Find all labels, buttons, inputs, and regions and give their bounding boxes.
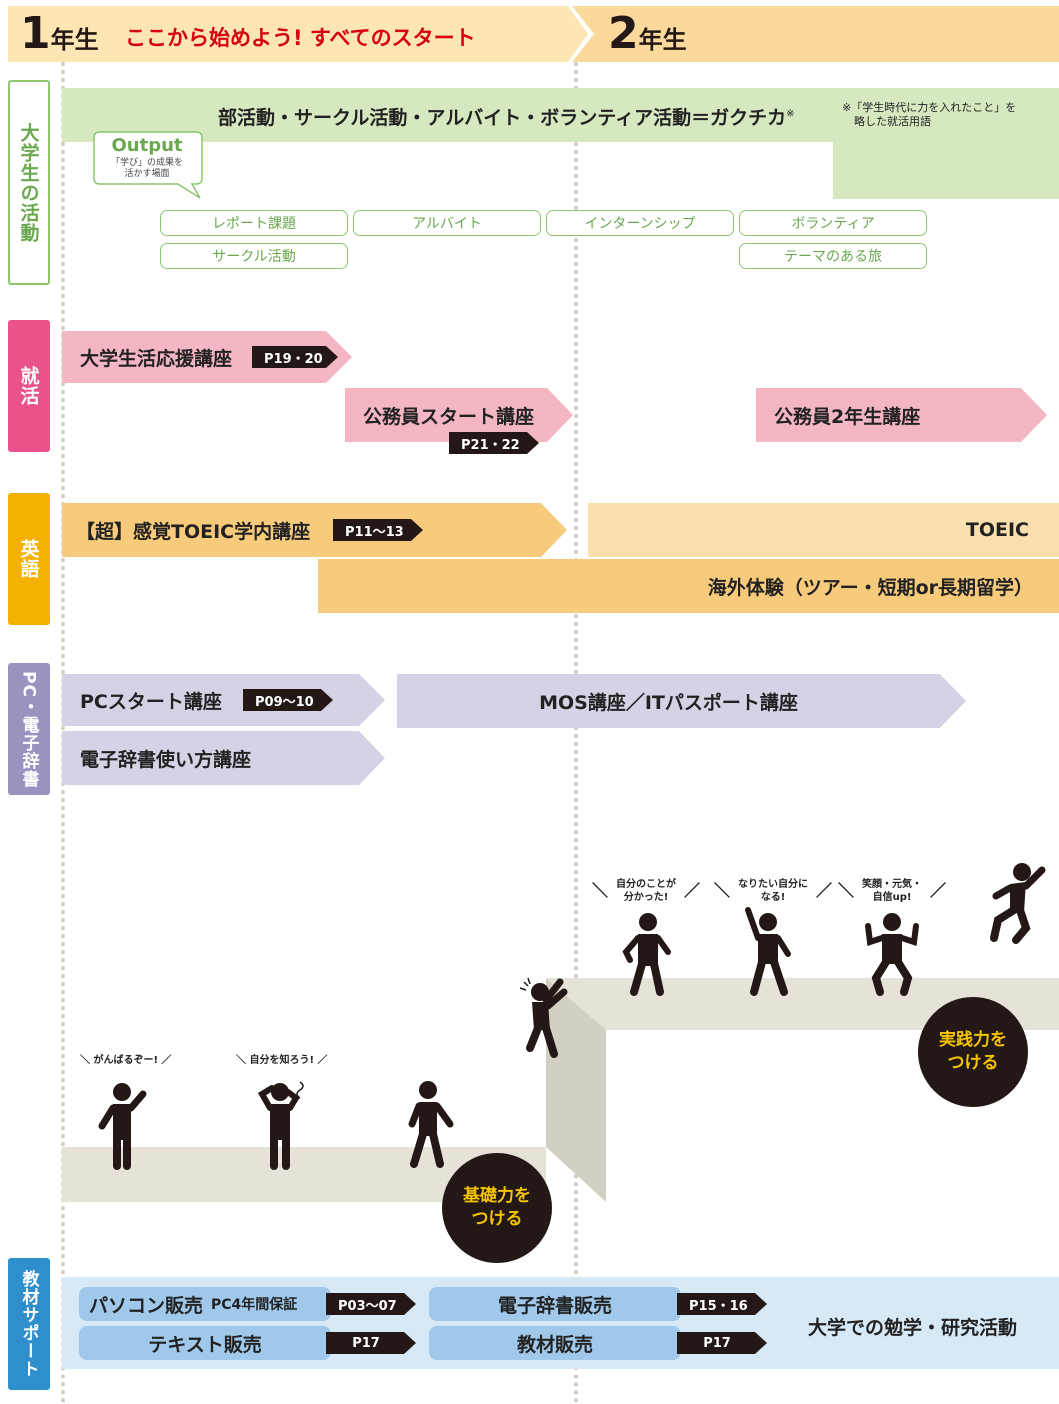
pc-bar-mos-it: MOS講座／ITパスポート講座 xyxy=(397,674,966,728)
figure-6 xyxy=(865,913,919,996)
text-sales-page: P17 xyxy=(326,1332,416,1354)
gakuchika-bar xyxy=(62,88,1059,142)
material-sales-page: P17 xyxy=(677,1332,767,1354)
material-sales: 教材販売 xyxy=(429,1326,681,1360)
section-materials-label: 教材サポート xyxy=(8,1258,50,1390)
english-bar-toeic-course-page: P11〜13 xyxy=(333,519,423,541)
english-bar-overseas: 海外体験（ツアー・短期or長期留学） xyxy=(318,559,1059,613)
figure-climber xyxy=(519,977,568,1058)
dictionary-sales-page: P15・16 xyxy=(677,1293,767,1315)
activity-item-report: レポート課題 xyxy=(160,210,348,236)
figure-1 xyxy=(98,1083,147,1170)
section-english-label: 英語 xyxy=(8,493,50,625)
speech-egao: ＼ 笑顔・元気・自信up! ／ xyxy=(838,879,947,903)
year2-label: 2 年生 xyxy=(608,10,687,58)
dictionary-sales: 電子辞書販売 xyxy=(429,1287,681,1321)
activity-item-theme-trip: テーマのある旅 xyxy=(739,243,927,269)
job-bar-civil-2nd: 公務員2年生講座 xyxy=(756,388,1047,442)
activity-item-parttime: アルバイト xyxy=(353,210,541,236)
activity-item-circle: サークル活動 xyxy=(160,243,348,269)
job-bar-civil-start-page: P21・22 xyxy=(449,432,539,454)
year1-suffix: 年生 xyxy=(50,26,99,54)
english-bar-toeic-course: 【超】感覚TOEIC学内講座 xyxy=(62,503,567,557)
pc-bar-start-page: P09〜10 xyxy=(243,689,333,711)
pc-bar-dictionary: 電子辞書使い方講座 xyxy=(62,731,385,785)
figure-4 xyxy=(622,913,671,996)
speech-naritai-jibun: ＼ なりたい自分になる! ／ xyxy=(714,879,833,903)
section-pc-label: PC・電子辞書 xyxy=(8,663,50,795)
year1-label: 1 年生 xyxy=(20,10,99,58)
header-year1-band xyxy=(8,6,588,62)
section-job-label: 就活 xyxy=(8,320,50,452)
activity-item-volunteer: ボランティア xyxy=(739,210,927,236)
figure-runner xyxy=(990,863,1046,944)
header-year2-band xyxy=(572,6,1059,62)
job-bar-support-page: P19・20 xyxy=(252,346,338,368)
output-bubble-text: 「学び」の成果を 活かす場面 xyxy=(110,158,183,180)
section-activities-label: 大学生の活動 xyxy=(8,80,50,285)
figure-5 xyxy=(745,907,791,996)
activity-item-internship: インターンシップ xyxy=(546,210,734,236)
figure-3 xyxy=(408,1081,454,1168)
pc-sales-page: P03〜07 xyxy=(326,1293,416,1315)
speech-wakatta: ＼ 自分のことが分かった! ／ xyxy=(592,879,701,903)
year2-suffix: 年生 xyxy=(638,26,687,54)
year2-number: 2 xyxy=(608,8,639,59)
figure-2 xyxy=(257,1081,304,1170)
step-riser xyxy=(546,978,606,1202)
text-sales: テキスト販売 xyxy=(79,1326,331,1360)
gakuchika-bar-extension xyxy=(833,142,1059,199)
header-slogan: ここから始めよう! すべてのスタート xyxy=(125,26,476,50)
circle-kiso: 基礎力をつける xyxy=(442,1153,552,1263)
year-divider-line xyxy=(574,62,578,1404)
circle-jissen: 実践力をつける xyxy=(918,997,1028,1107)
gakuchika-title: 部活動・サークル活動・アルバイト・ボランティア活動＝ガクチカ※ xyxy=(218,107,795,129)
speech-jibun-wo-shirou: ＼ 自分を知ろう! ／ xyxy=(236,1055,328,1066)
speech-ganbaruzo: ＼ がんばるぞー! ／ xyxy=(80,1055,172,1066)
english-bar-toeic: TOEIC xyxy=(588,503,1059,557)
gakuchika-footnote: ※「学生時代に力を入れたこと」を 略した就活用語 xyxy=(842,101,1017,129)
lower-step xyxy=(62,1147,546,1202)
output-bubble-title: Output xyxy=(111,135,183,156)
year1-number: 1 xyxy=(20,8,51,59)
materials-goal: 大学での勉学・研究活動 xyxy=(808,1317,1018,1339)
output-bubble xyxy=(93,131,203,199)
pc-sales: パソコン販売 PC4年間保証 xyxy=(79,1287,331,1321)
